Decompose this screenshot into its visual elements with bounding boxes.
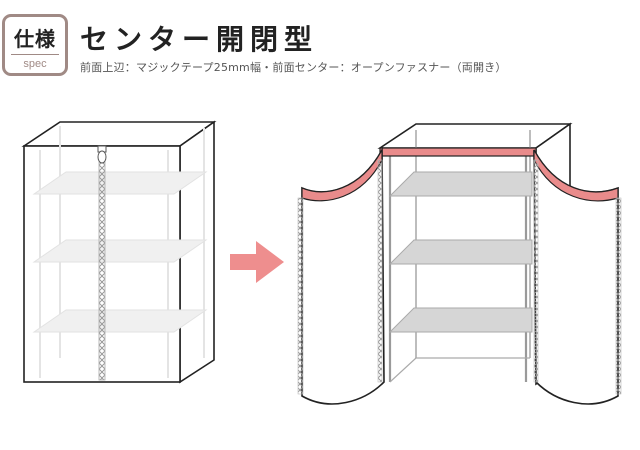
zipper-track <box>98 161 106 381</box>
page-subtitle: 前面上辺：マジックテープ25mm幅・前面センター：オープンファスナー（両開き） <box>80 61 507 74</box>
right-zipper-track <box>615 197 622 395</box>
page-title: センター開閉型 <box>80 23 319 56</box>
badge-title: 仕様 <box>14 27 56 51</box>
open-cover-illustration <box>297 122 622 405</box>
zipper-pull-icon <box>97 145 107 164</box>
closed-cover-illustration <box>21 120 217 384</box>
badge-divider <box>11 54 59 55</box>
right-arrow-icon <box>230 241 284 283</box>
left-zipper-track <box>297 197 304 395</box>
badge-subtitle: spec <box>23 58 47 70</box>
velcro-strip <box>379 147 537 157</box>
spec-badge: 仕様 spec <box>2 14 68 76</box>
